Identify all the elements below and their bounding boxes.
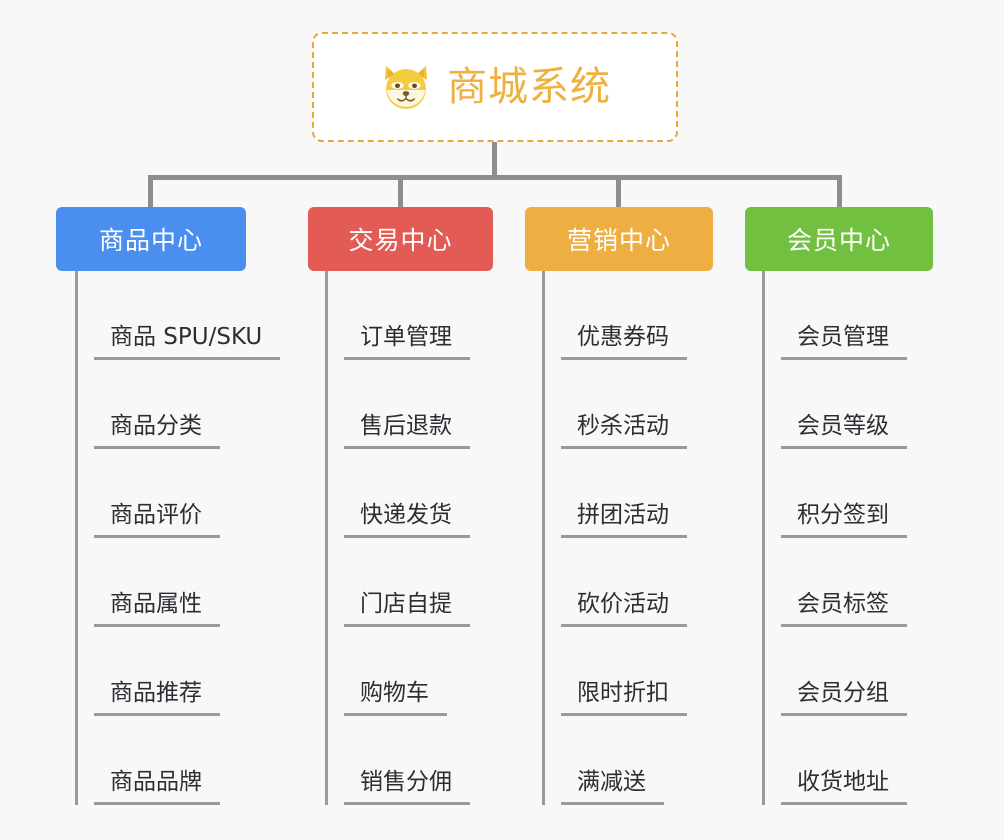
connector-drop-1 (148, 175, 153, 209)
list-item[interactable]: 商品品牌 (94, 716, 246, 805)
leaf-label: 会员管理 (781, 324, 907, 360)
list-item[interactable]: 购物车 (344, 627, 493, 716)
leaf-label: 销售分佣 (344, 769, 470, 805)
list-item[interactable]: 收货地址 (781, 716, 933, 805)
leaf-label: 商品推荐 (94, 680, 220, 716)
category-label: 商品中心 (98, 226, 203, 255)
leaf-list-product-center: 商品 SPU/SKU 商品分类 商品评价 商品属性 商品推荐 商品品牌 (75, 271, 281, 805)
leaf-label: 商品分类 (94, 413, 220, 449)
leaf-label: 购物车 (344, 680, 447, 716)
category-header-member-center[interactable]: 会员中心 (745, 207, 933, 271)
leaf-list-trade-center: 订单管理 售后退款 快递发货 门店自提 购物车 销售分佣 (325, 271, 493, 805)
category-label: 交易中心 (348, 226, 453, 255)
connector-drop-4 (837, 175, 842, 209)
leaf-label: 拼团活动 (561, 502, 687, 538)
branch-product-center: 商品中心 商品 SPU/SKU 商品分类 商品评价 商品属性 商品推荐 商品品牌 (56, 207, 281, 805)
list-item[interactable]: 销售分佣 (344, 716, 493, 805)
leaf-label: 砍价活动 (561, 591, 687, 627)
leaf-label: 满减送 (561, 769, 664, 805)
list-item[interactable]: 快递发货 (344, 449, 493, 538)
list-item[interactable]: 积分签到 (781, 449, 933, 538)
leaf-label: 商品评价 (94, 502, 220, 538)
leaf-list-member-center: 会员管理 会员等级 积分签到 会员标签 会员分组 收货地址 (762, 271, 933, 805)
list-item[interactable]: 优惠券码 (561, 271, 713, 360)
list-item[interactable]: 砍价活动 (561, 538, 713, 627)
leaf-label: 门店自提 (344, 591, 470, 627)
leaf-label: 会员标签 (781, 591, 907, 627)
list-item[interactable]: 订单管理 (344, 271, 493, 360)
leaf-label: 快递发货 (344, 502, 470, 538)
list-item[interactable]: 门店自提 (344, 538, 493, 627)
category-label: 营销中心 (566, 226, 671, 255)
connector-drop-2 (398, 175, 403, 209)
leaf-label: 优惠券码 (561, 324, 687, 360)
list-item[interactable]: 会员分组 (781, 627, 933, 716)
leaf-list-marketing-center: 优惠券码 秒杀活动 拼团活动 砍价活动 限时折扣 满减送 (542, 271, 713, 805)
connector-root-stem (492, 142, 497, 178)
connector-horizontal-bus (148, 175, 842, 180)
leaf-label: 订单管理 (344, 324, 470, 360)
list-item[interactable]: 会员标签 (781, 538, 933, 627)
branch-trade-center: 交易中心 订单管理 售后退款 快递发货 门店自提 购物车 销售分佣 (308, 207, 493, 805)
leaf-label: 商品属性 (94, 591, 220, 627)
list-item[interactable]: 售后退款 (344, 360, 493, 449)
list-item[interactable]: 商品 SPU/SKU (94, 271, 281, 360)
leaf-label: 秒杀活动 (561, 413, 687, 449)
leaf-label: 限时折扣 (561, 680, 687, 716)
branch-marketing-center: 营销中心 优惠券码 秒杀活动 拼团活动 砍价活动 限时折扣 满减送 (525, 207, 713, 805)
leaf-label: 会员等级 (781, 413, 907, 449)
branch-member-center: 会员中心 会员管理 会员等级 积分签到 会员标签 会员分组 收货地址 (745, 207, 933, 805)
list-item[interactable]: 商品属性 (94, 538, 246, 627)
connector-drop-3 (616, 175, 621, 209)
list-item[interactable]: 会员等级 (781, 360, 933, 449)
list-item[interactable]: 满减送 (561, 716, 713, 805)
root-node[interactable]: 商城系统 (312, 32, 678, 142)
list-item[interactable]: 秒杀活动 (561, 360, 713, 449)
leaf-label: 收货地址 (781, 769, 907, 805)
list-item[interactable]: 商品评价 (94, 449, 246, 538)
root-title: 商城系统 (447, 64, 611, 110)
category-header-trade-center[interactable]: 交易中心 (308, 207, 493, 271)
category-header-product-center[interactable]: 商品中心 (56, 207, 246, 271)
leaf-label: 会员分组 (781, 680, 907, 716)
leaf-label: 积分签到 (781, 502, 907, 538)
list-item[interactable]: 商品推荐 (94, 627, 246, 716)
category-label: 会员中心 (786, 226, 891, 255)
list-item[interactable]: 限时折扣 (561, 627, 713, 716)
leaf-label: 商品品牌 (94, 769, 220, 805)
list-item[interactable]: 拼团活动 (561, 449, 713, 538)
category-header-marketing-center[interactable]: 营销中心 (525, 207, 713, 271)
leaf-label: 售后退款 (344, 413, 470, 449)
shiba-dog-emoji (379, 60, 433, 114)
list-item[interactable]: 会员管理 (781, 271, 933, 360)
list-item[interactable]: 商品分类 (94, 360, 246, 449)
leaf-label: 商品 SPU/SKU (94, 324, 281, 360)
